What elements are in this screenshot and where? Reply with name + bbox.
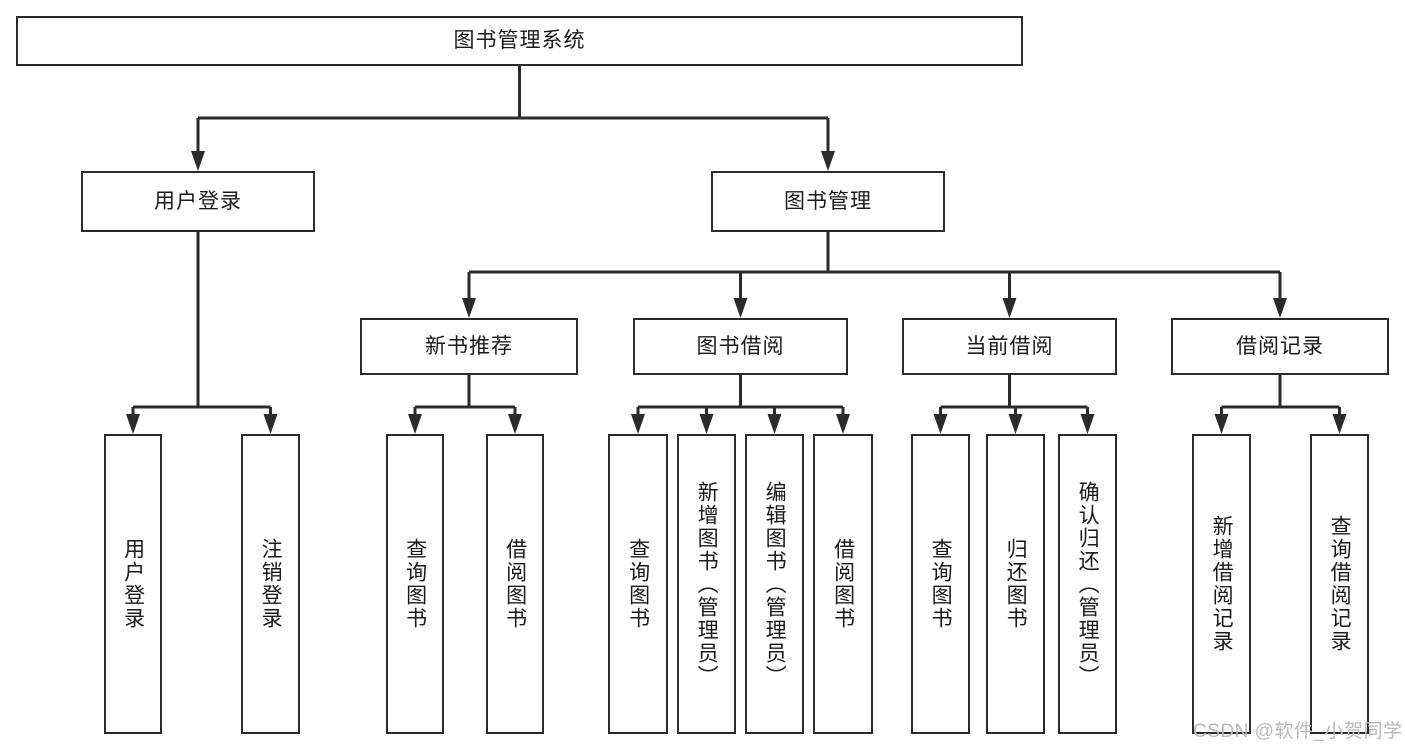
node-current[interactable]: 当前借阅 (902, 318, 1117, 375)
node-n_borrow[interactable]: 借阅图书 (486, 434, 544, 734)
arrowhead (631, 414, 645, 434)
node-root[interactable]: 图书管理系统 (16, 16, 1023, 66)
arrowhead (1008, 414, 1023, 434)
node-b_add[interactable]: 新增图书（管理员） (677, 434, 736, 734)
node-l_logout[interactable]: 注销登录 (241, 434, 300, 734)
node-label: 查询图书 (929, 538, 953, 630)
arrowhead (821, 151, 835, 171)
node-c_confirm[interactable]: 确认归还（管理员） (1058, 434, 1117, 734)
arrowhead (126, 414, 140, 434)
node-label: 图书管理系统 (453, 29, 586, 53)
node-bookmgmt[interactable]: 图书管理 (711, 171, 945, 232)
node-label: 图书借阅 (696, 334, 785, 358)
node-label: 借阅图书 (503, 538, 527, 630)
node-label: 图书管理 (784, 189, 872, 213)
node-label: 新增图书（管理员） (695, 480, 719, 688)
arrowhead (733, 298, 748, 318)
node-label: 查询借阅记录 (1328, 515, 1352, 653)
node-label: 新增借阅记录 (1210, 515, 1234, 653)
node-n_query[interactable]: 查询图书 (386, 434, 444, 734)
node-label: 编辑图书（管理员） (763, 480, 787, 688)
arrowhead (1002, 298, 1017, 318)
node-label: 新书推荐 (425, 334, 513, 358)
node-b_query[interactable]: 查询图书 (608, 434, 668, 734)
node-label: 确认归还（管理员） (1076, 480, 1100, 688)
node-label: 查询图书 (403, 538, 427, 630)
arrowhead (699, 414, 714, 434)
node-r_query[interactable]: 查询借阅记录 (1310, 434, 1369, 734)
node-b_lend[interactable]: 借阅图书 (813, 434, 873, 734)
arrowhead (1080, 414, 1095, 434)
node-c_return[interactable]: 归还图书 (986, 434, 1045, 734)
node-r_add[interactable]: 新增借阅记录 (1192, 434, 1251, 734)
arrowhead (1214, 414, 1229, 434)
arrowhead (462, 298, 476, 318)
node-label: 查询图书 (626, 538, 650, 630)
arrowhead (767, 414, 782, 434)
node-label: 用户登录 (154, 189, 242, 213)
arrowhead (191, 151, 205, 171)
arrowhead (836, 414, 850, 434)
node-label: 用户登录 (121, 538, 145, 630)
node-label: 借阅记录 (1236, 334, 1324, 358)
node-newbook[interactable]: 新书推荐 (360, 318, 578, 375)
node-l_login[interactable]: 用户登录 (104, 434, 162, 734)
arrowhead (933, 414, 948, 434)
node-label: 借阅图书 (831, 538, 855, 630)
csdn-watermark: CSDN @软件_小贺同学 (1193, 721, 1403, 742)
arrowhead (1332, 414, 1347, 434)
node-login[interactable]: 用户登录 (81, 171, 315, 232)
node-records[interactable]: 借阅记录 (1171, 318, 1389, 375)
node-c_query[interactable]: 查询图书 (911, 434, 970, 734)
node-label: 归还图书 (1004, 538, 1028, 630)
node-borrow[interactable]: 图书借阅 (633, 318, 848, 375)
node-label: 当前借阅 (965, 334, 1054, 358)
arrowhead (1273, 298, 1287, 318)
node-b_edit[interactable]: 编辑图书（管理员） (745, 434, 804, 734)
arrowhead (408, 414, 422, 434)
arrowhead (263, 414, 278, 434)
arrowhead (508, 414, 522, 434)
node-label: 注销登录 (259, 538, 283, 630)
